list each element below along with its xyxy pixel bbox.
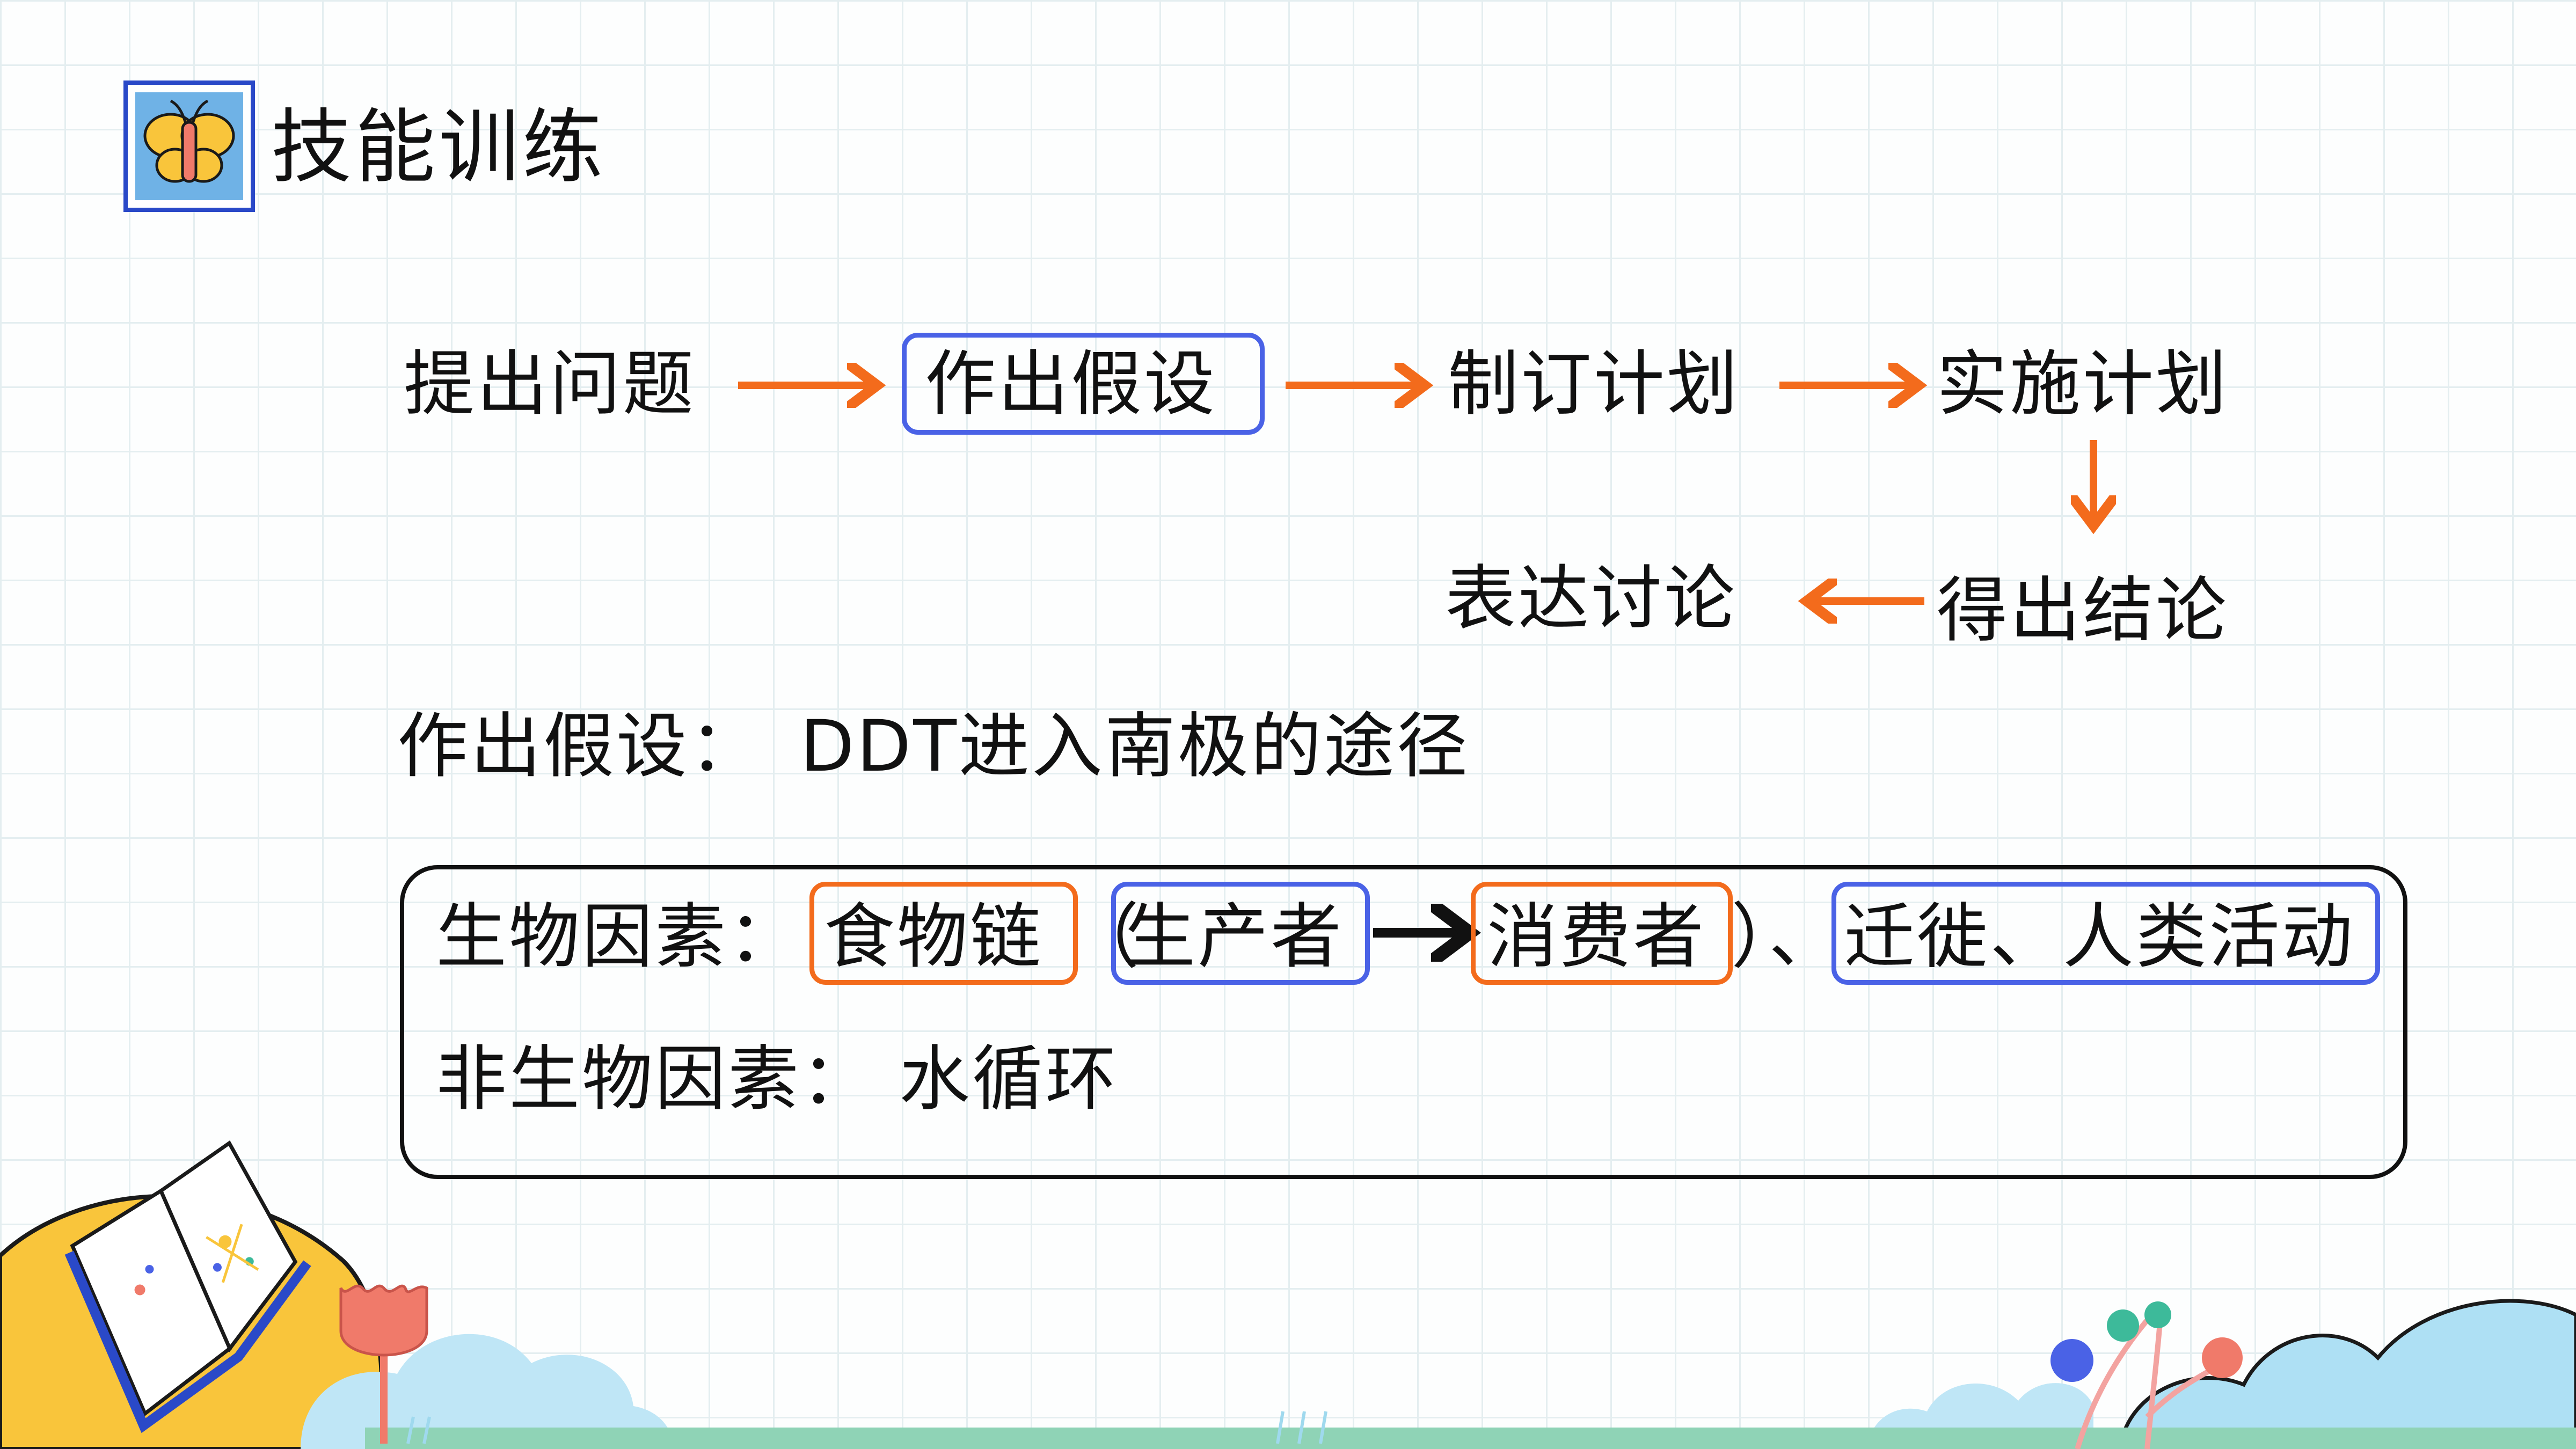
step-make-hypothesis: 作出假设 <box>925 343 1217 426</box>
food-chain-text: 食物链 <box>824 896 1043 978</box>
hypothesis-label: 作出假设： <box>397 705 762 788</box>
biotic-factors-label: 生物因素： <box>436 896 801 978</box>
tulip-flower-decoration <box>339 1284 428 1357</box>
butterfly-logo <box>123 80 255 212</box>
paren-open: （ <box>1068 896 1141 978</box>
step-express-discuss: 表达讨论 <box>1445 558 1737 640</box>
cloud-left-decoration <box>301 1334 673 1449</box>
hypothesis-content: DDT进入南极的途径 <box>800 705 1470 788</box>
producer-text: 生产者 <box>1125 896 1344 978</box>
step-raise-question: 提出问题 <box>404 343 696 426</box>
blue-ball-decoration <box>2050 1339 2093 1382</box>
factors-panel <box>400 865 2407 1179</box>
paren-close: ）、 <box>1731 896 1842 978</box>
consumer-text: 消费者 <box>1487 896 1706 978</box>
open-book-decoration <box>64 1140 311 1433</box>
green-ball-decoration <box>2107 1309 2139 1342</box>
butterfly-icon <box>143 99 235 183</box>
red-ball-decoration <box>2202 1337 2243 1378</box>
step-make-plan: 制订计划 <box>1448 343 1740 426</box>
step-carry-out-plan: 实施计划 <box>1937 343 2229 426</box>
producer-box <box>1111 882 1370 985</box>
step-draw-conclusion: 得出结论 <box>1937 569 2229 652</box>
green-ball-small-decoration <box>2144 1301 2171 1328</box>
cloud-right-large-decoration <box>2118 1299 2576 1449</box>
abiotic-factors-label: 非生物因素： <box>436 1038 874 1121</box>
migration-human-box <box>1831 882 2380 985</box>
grass-strip-decoration <box>365 1428 2576 1449</box>
water-cycle-text: 水循环 <box>899 1038 1118 1121</box>
consumer-box <box>1471 882 1733 985</box>
hypothesis-highlight-box <box>902 333 1265 435</box>
migration-human-text: 迁徙、人类活动 <box>1844 896 2355 978</box>
food-chain-box <box>809 882 1078 985</box>
page-title: 技能训练 <box>271 101 607 194</box>
